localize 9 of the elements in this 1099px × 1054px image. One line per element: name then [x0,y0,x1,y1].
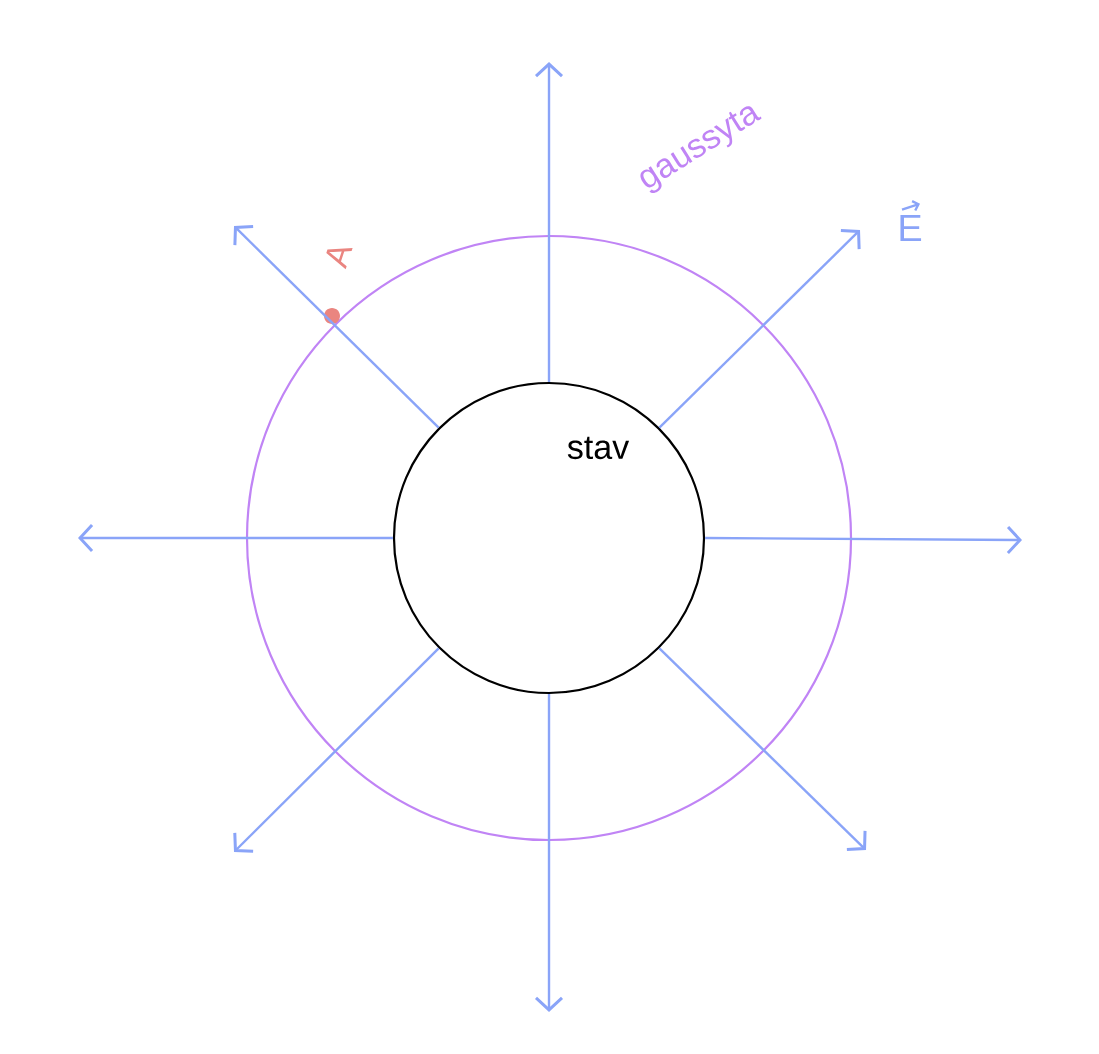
arrow [233,225,440,429]
arrow [535,61,564,382]
arrow [233,647,440,853]
arrow [535,694,564,1012]
arrow [78,523,393,552]
arrow [705,525,1022,554]
arrow [658,229,861,429]
arrow [658,647,867,851]
edge-label: E [900,200,922,242]
